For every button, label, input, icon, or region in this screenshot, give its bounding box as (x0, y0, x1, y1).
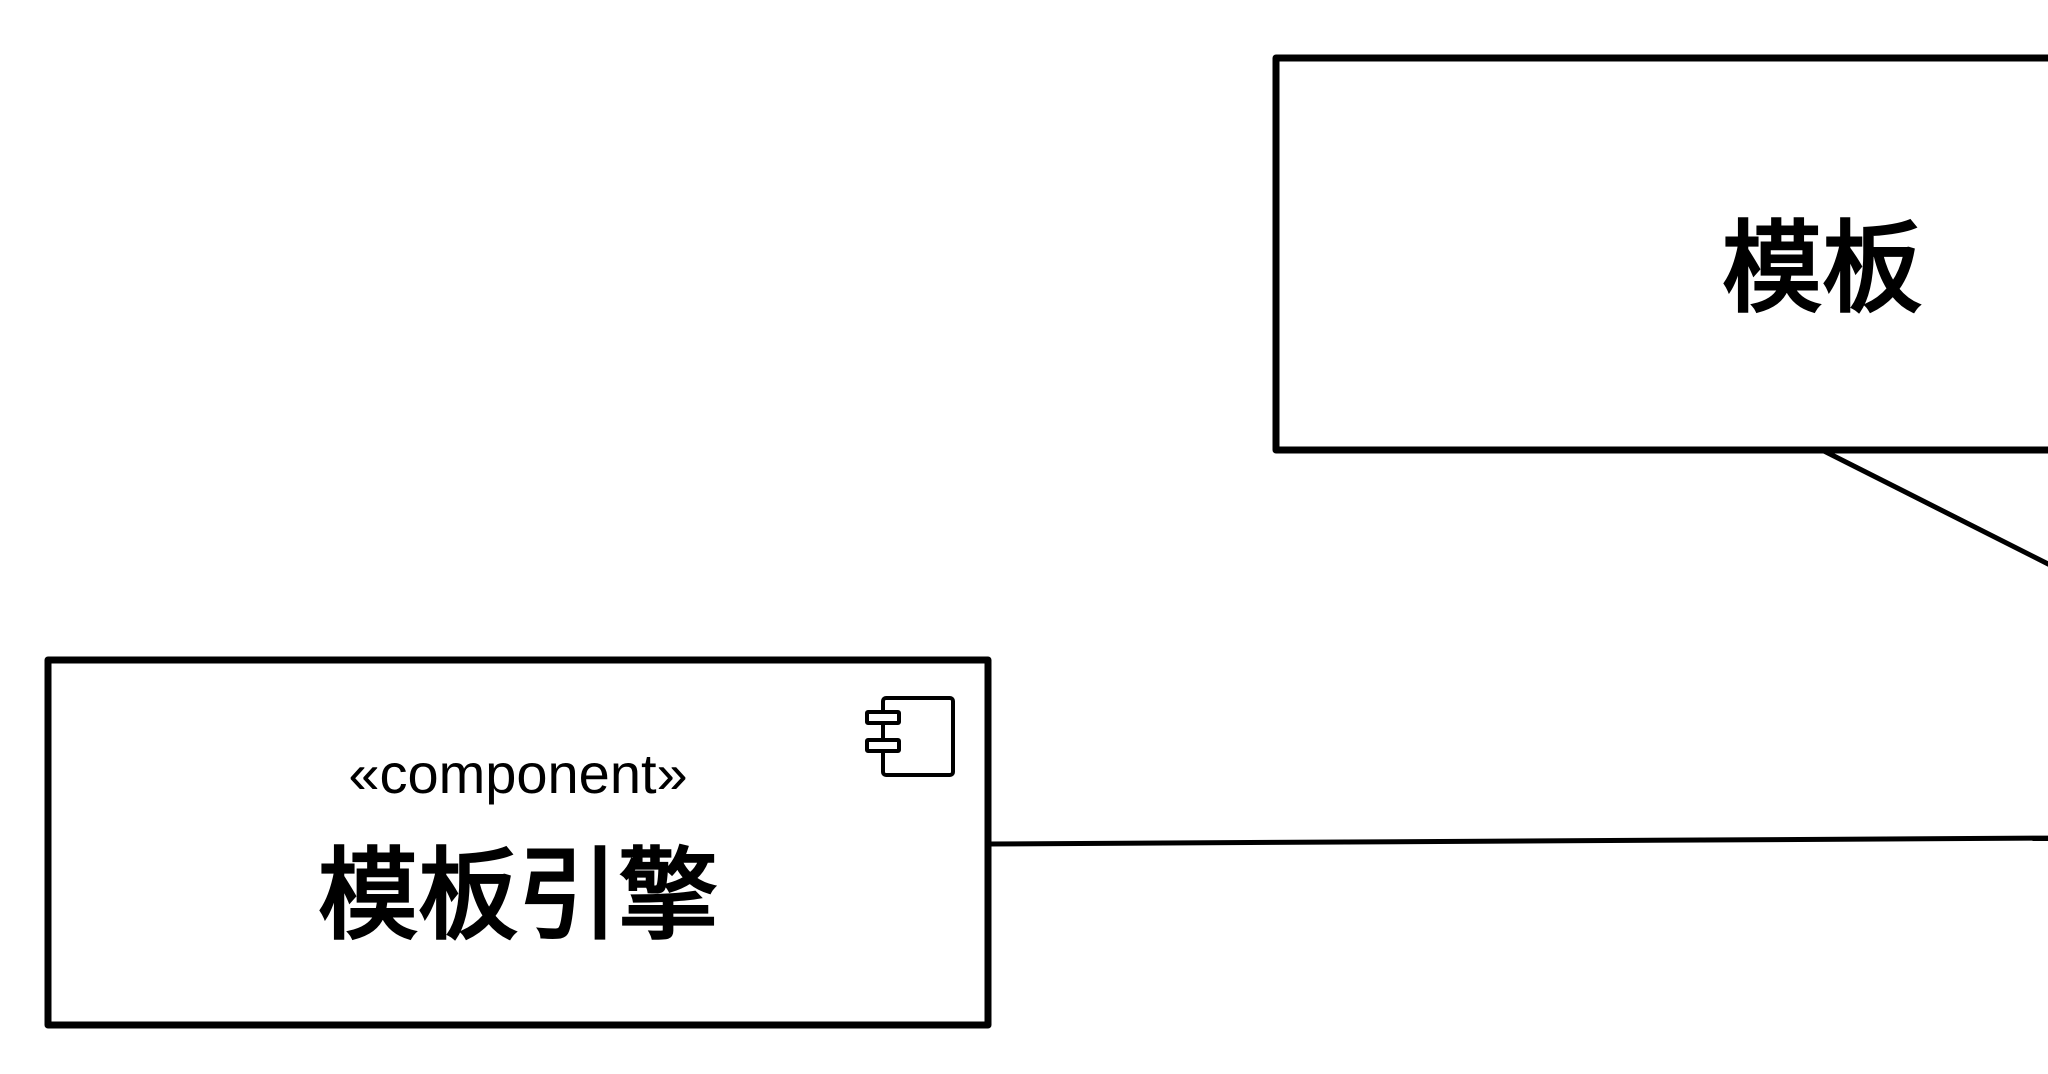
connector-template-edge (1820, 447, 2048, 567)
component-icon (865, 696, 955, 777)
engine-component-node[interactable]: «component» 模板引擎 (44, 656, 992, 1029)
component-icon-body (881, 696, 955, 777)
component-icon-port-top (865, 710, 901, 725)
component-icon-port-bottom (865, 738, 901, 753)
template-node[interactable]: 模板 (1272, 54, 2048, 454)
engine-component-label: 模板引擎 (318, 837, 718, 954)
template-node-box (1272, 54, 2048, 454)
engine-component-box (44, 656, 992, 1029)
template-node-label: 模板 (1722, 210, 1922, 327)
connector-engine-edge (987, 835, 2048, 847)
engine-stereotype-label: «component» (348, 742, 687, 805)
